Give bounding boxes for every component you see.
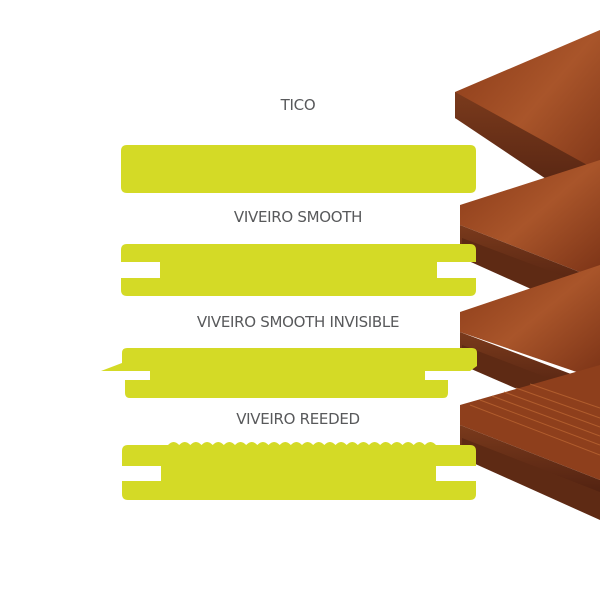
profile-tico bbox=[121, 145, 476, 193]
profile-label-tico: TICO bbox=[280, 96, 316, 114]
profile-viveiro-smooth-invisible bbox=[101, 348, 477, 398]
profile-label-viveiro-smooth: VIVEIRO SMOOTH bbox=[233, 208, 363, 226]
wood-plank-viveiro-reeded bbox=[460, 365, 600, 520]
profile-viveiro-smooth bbox=[121, 244, 476, 296]
profile-label-viveiro-smooth-invisible: VIVEIRO SMOOTH INVISIBLE bbox=[196, 313, 400, 331]
profile-viveiro-reeded bbox=[122, 442, 476, 500]
profile-label-viveiro-reeded: VIVEIRO REEDED bbox=[236, 410, 360, 428]
